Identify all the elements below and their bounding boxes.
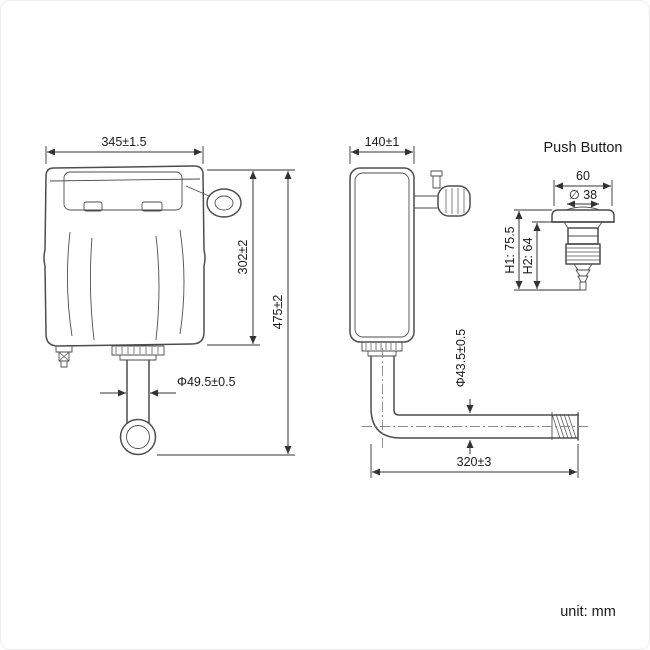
push-button-detail: Push Button 60 ∅ 38 [503, 140, 623, 291]
side-outlet-collar [367, 350, 397, 357]
front-inner-height-label: 302±2 [236, 240, 250, 275]
front-rib-left-inner [89, 237, 95, 341]
button-neck-link-right [597, 221, 603, 229]
button-barb-3 [577, 275, 589, 283]
elbow-pipe-outer-edge [370, 355, 579, 439]
front-view: Φ49.5±0.5 345±1.5 302±2 475±2 [43, 135, 295, 456]
front-recess-slot-right [141, 201, 163, 212]
outlet-flange [111, 345, 165, 356]
button-diameter-label: ∅ 38 [569, 188, 597, 202]
inlet-fitting-cross-2 [58, 351, 70, 362]
push-button-title: Push Button [544, 140, 623, 156]
side-view: 140±1 [349, 135, 590, 478]
front-width-label: 345±1.5 [101, 135, 146, 149]
outlet-flange-hatch [115, 347, 159, 354]
elbow-pipe-inner-edge [393, 355, 579, 416]
front-rib-right-inner [155, 235, 160, 341]
button-thread-body [565, 243, 601, 265]
grommet-outer-ring [206, 188, 242, 218]
outlet-flange-collar [119, 354, 157, 361]
front-total-height-label: 475±2 [271, 295, 285, 330]
grommet-inner-ring [214, 195, 234, 211]
inlet-fitting-flange [55, 345, 73, 353]
unit-label: unit: mm [560, 604, 616, 620]
inlet-valve-fitting [414, 170, 471, 217]
inlet-fitting-tip [60, 360, 68, 368]
pipe-diameter-label: Φ43.5±0.5 [454, 329, 468, 388]
button-neck-link-left [563, 221, 569, 229]
side-tank-inner-line [354, 172, 410, 338]
front-top-band-line [49, 178, 201, 182]
outlet-elbow-inner-circle [126, 425, 150, 449]
pipe-length-label: 320±3 [457, 455, 492, 469]
side-tank-outline [349, 167, 415, 343]
side-outlet-flange-hatch [365, 343, 397, 350]
outlet-elbow-outer-circle [119, 418, 157, 456]
button-barb-1 [573, 263, 593, 271]
front-tank-outline [43, 165, 206, 347]
button-barb-2 [575, 269, 591, 277]
front-recess-slot-left [83, 201, 103, 212]
pipe-thread-hatch [551, 413, 577, 439]
button-h1-label: H1: 75.5 [503, 226, 517, 273]
side-depth-label: 140±1 [365, 135, 400, 149]
button-dome [565, 206, 601, 211]
front-top-recess [63, 171, 183, 211]
button-flange [551, 209, 615, 223]
button-width-label: 60 [576, 169, 590, 183]
button-thread-lines [566, 247, 600, 261]
outlet-diameter-label: Φ49.5±0.5 [177, 375, 236, 389]
front-rib-right-outer [179, 229, 185, 335]
button-h2-label: H2: 64 [521, 238, 535, 275]
front-rib-left-outer [66, 231, 73, 337]
grommet-leader-line [185, 185, 210, 197]
button-bottom-stub [579, 281, 587, 291]
